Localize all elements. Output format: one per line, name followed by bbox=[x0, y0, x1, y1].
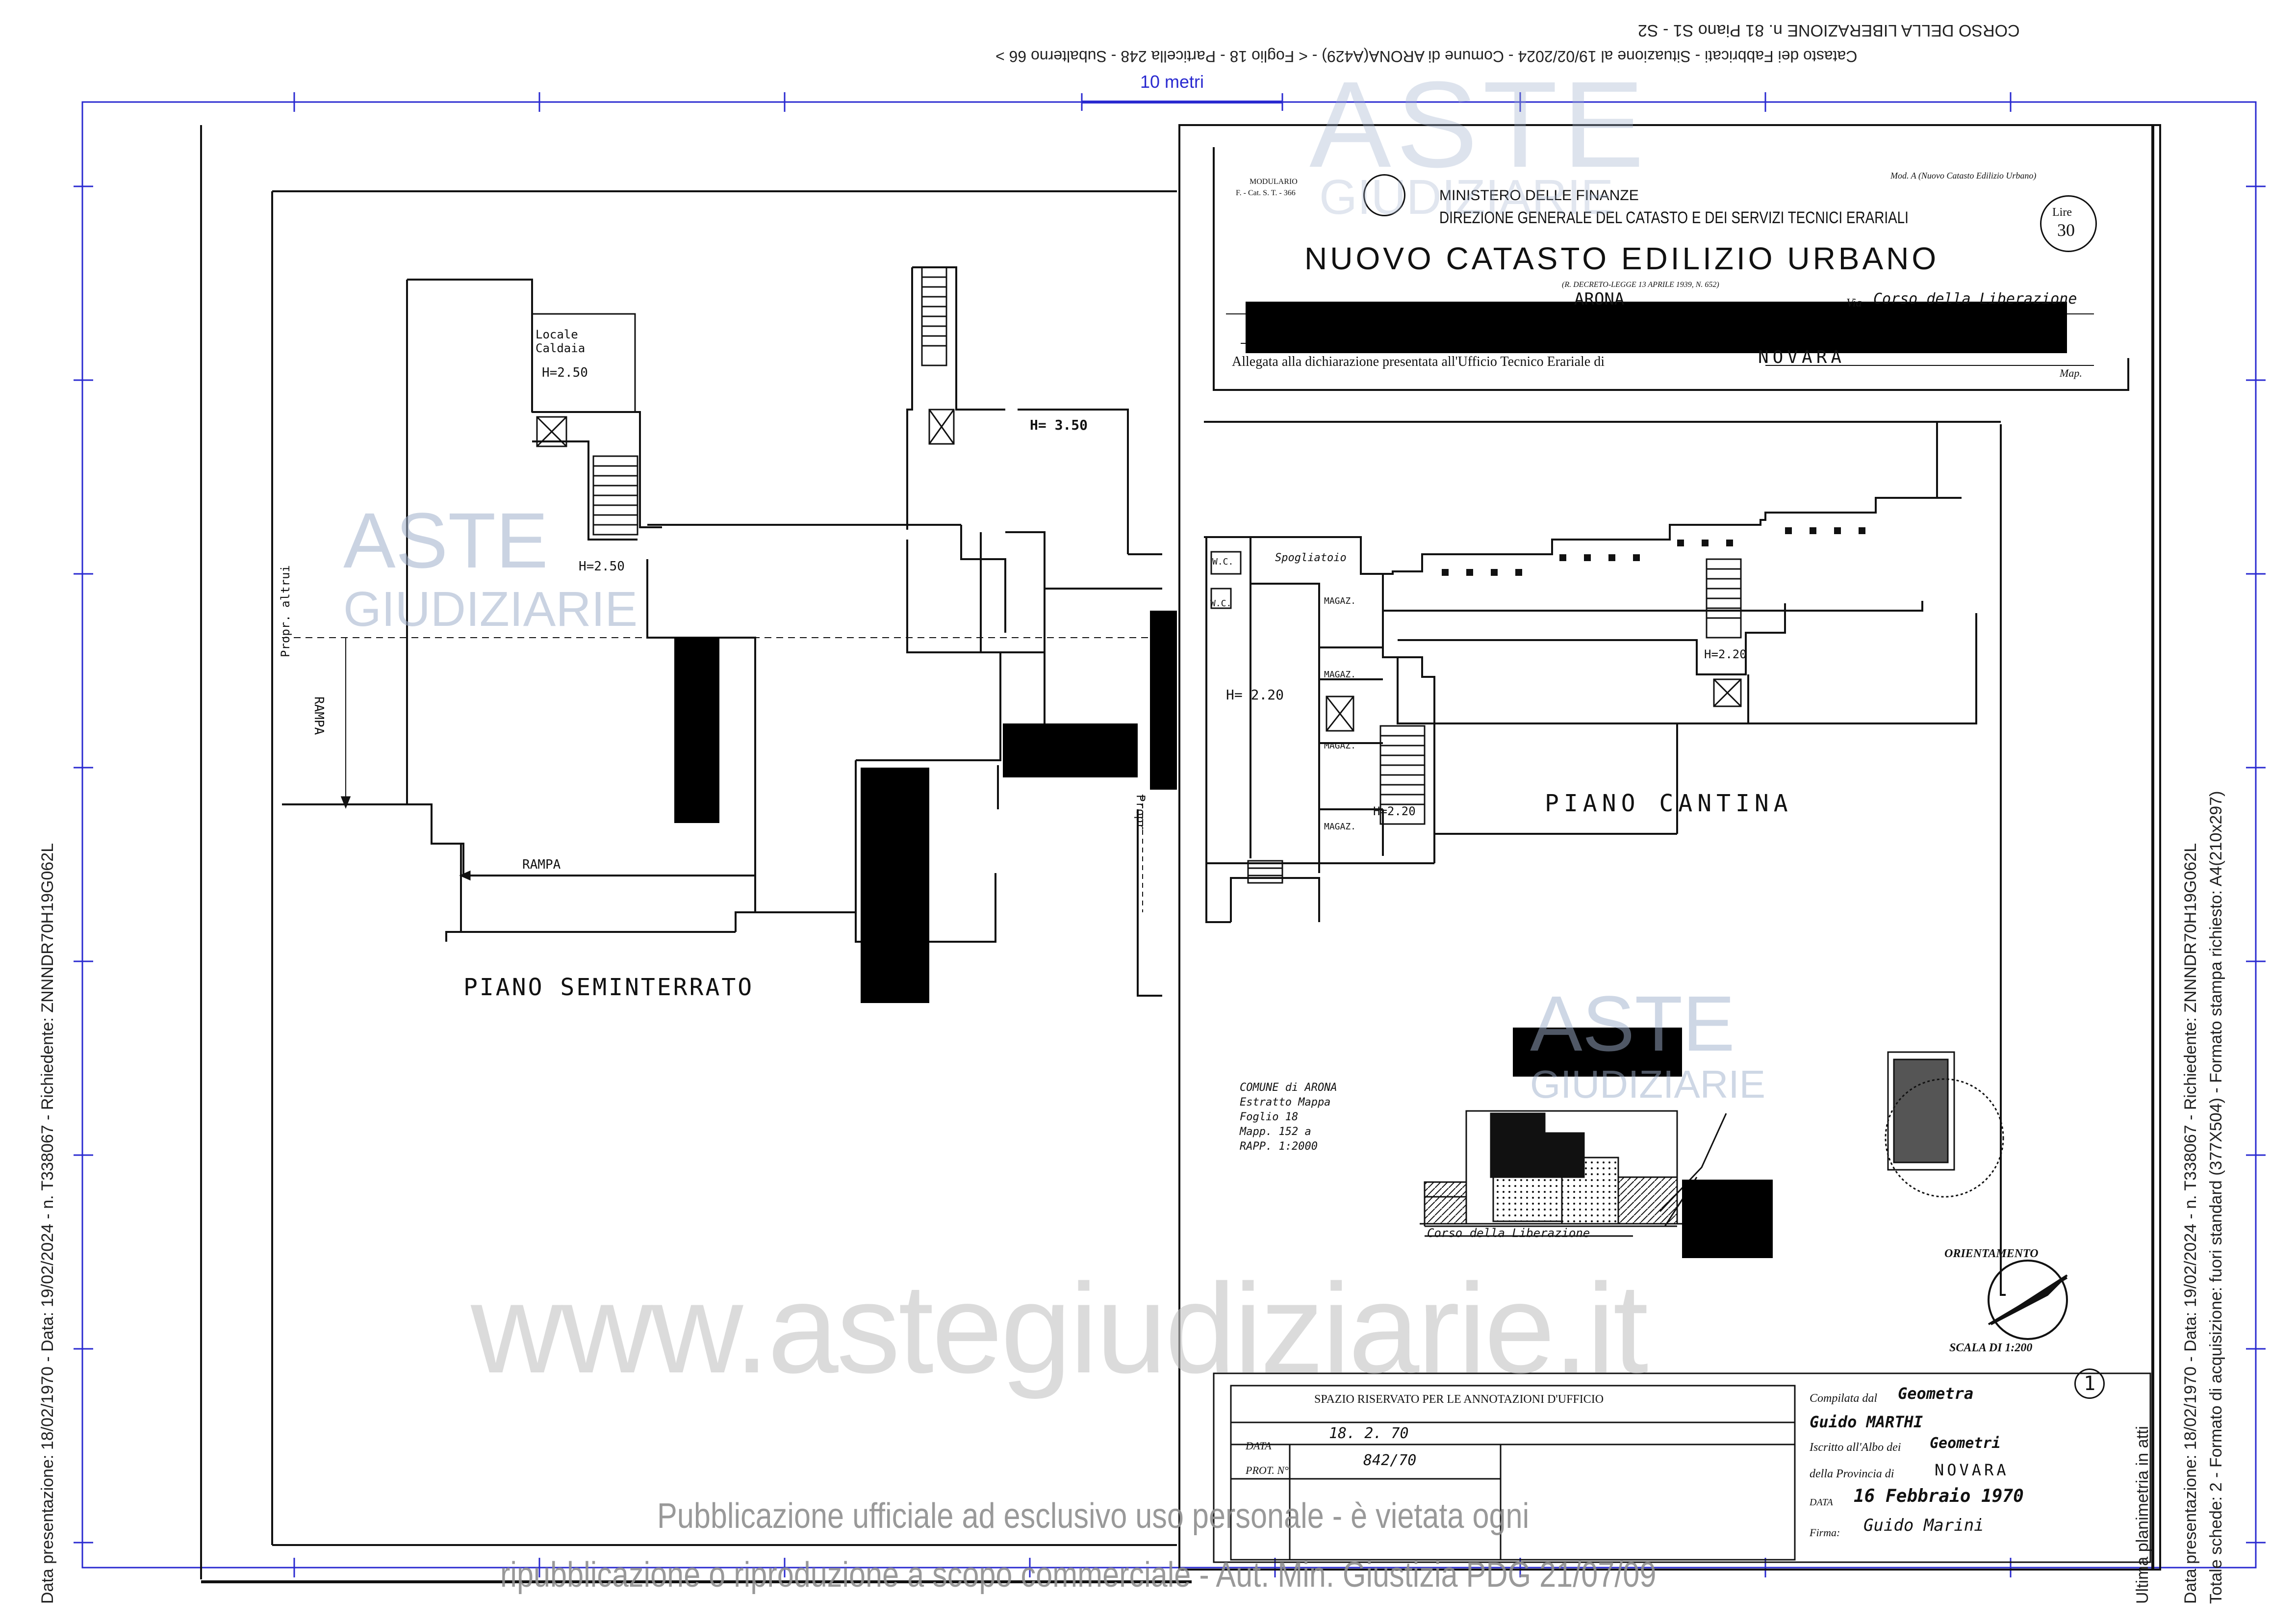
label-h-350: H= 3.50 bbox=[1030, 417, 1088, 433]
form-corner-note: Map. bbox=[2060, 367, 2082, 379]
watermark-giudiziarie-left: GIUDIZIARIE bbox=[343, 582, 638, 637]
compilata-data: 16 Febbraio 1970 bbox=[1854, 1486, 2024, 1506]
ufficio-prot-value: 842/70 bbox=[1363, 1452, 1417, 1469]
form-stamp-value: 30 bbox=[2057, 220, 2075, 240]
state-emblem-icon bbox=[1363, 174, 1405, 216]
mappa-line-5: RAPP. 1:2000 bbox=[1240, 1140, 1318, 1153]
watermark-giudiziarie-top: GIUDIZIARIE bbox=[1319, 170, 1614, 225]
ufficio-data-value: 18. 2. 70 bbox=[1329, 1425, 1409, 1442]
mappa-street: Corso della Liberazione bbox=[1427, 1226, 1590, 1240]
north-arrow-icon bbox=[1988, 1260, 2068, 1340]
redaction-left-2 bbox=[861, 768, 929, 1003]
redaction-mappa-1 bbox=[1513, 1028, 1682, 1077]
watermark-url: www.astegiudiziarie.it bbox=[471, 1258, 1648, 1400]
label-locale-caldaia: Locale Caldaia bbox=[536, 328, 586, 355]
form-decree: (R. DECRETO-LEGGE 13 APRILE 1939, N. 652… bbox=[1562, 281, 1719, 289]
orientamento-label: ORIENTAMENTO bbox=[1944, 1247, 2039, 1260]
sheet-number: 1 bbox=[2074, 1368, 2105, 1399]
floor-name-seminterrato: PIANO SEMINTERRATO bbox=[463, 974, 754, 1001]
ufficio-box-title: SPAZIO RISERVATO PER LE ANNOTAZIONI D'UF… bbox=[1314, 1393, 1604, 1406]
compilata-albo: Geometri bbox=[1930, 1435, 2001, 1452]
watermark-giudiziarie-right: GIUDIZIARIE bbox=[1530, 1062, 1766, 1106]
compilata-data-label: DATA bbox=[1810, 1497, 1833, 1508]
label-wc-2: W.C. bbox=[1210, 598, 1232, 609]
form-via-hand: Corso della Liberazione bbox=[1873, 290, 2077, 308]
label-h-220-b: H=2.20 bbox=[1704, 647, 1747, 661]
floor-name-cantina: PIANO CANTINA bbox=[1545, 790, 1793, 817]
watermark-aste-top: ASTE bbox=[1309, 56, 1649, 193]
form-ufficio-hand: NOVARA bbox=[1758, 347, 1846, 367]
form-allegata: Allegata alla dichiarazione presentata a… bbox=[1232, 354, 1605, 369]
compilata-provincia-label: della Provincia di bbox=[1810, 1468, 1894, 1480]
label-wc-1: W.C. bbox=[1212, 557, 1234, 567]
form-via-label: Via bbox=[1846, 297, 1862, 309]
label-h-220-c: H=2.20 bbox=[1373, 804, 1416, 818]
compilata-firma: Guido Marini bbox=[1863, 1516, 1984, 1535]
label-h-250: H=2.50 bbox=[579, 559, 625, 574]
compilata-label: Compilata dal bbox=[1810, 1392, 1878, 1405]
ufficio-data-label: DATA bbox=[1246, 1440, 1272, 1452]
redaction-form-address bbox=[1246, 302, 2067, 353]
label-h-220-a: H= 2.20 bbox=[1226, 687, 1284, 703]
label-h-caldaia: H=2.50 bbox=[542, 365, 588, 380]
label-propr-right: Propr. bbox=[1134, 795, 1148, 837]
mappa-line-2: Estratto Mappa bbox=[1240, 1096, 1331, 1108]
mappa-line-3: Foglio 18 bbox=[1240, 1111, 1299, 1123]
redaction-left-3 bbox=[1003, 723, 1138, 777]
form-modulario: MODULARIO bbox=[1250, 178, 1298, 186]
form-mod-a: Mod. A (Nuovo Catasto Edilizio Urbano) bbox=[1890, 171, 2037, 180]
compilata-provincia: NOVARA bbox=[1935, 1461, 2009, 1479]
form-stamp-lire: Lire bbox=[2052, 206, 2072, 219]
label-spogliatoio: Spogliatoio bbox=[1275, 552, 1347, 564]
scala-label: SCALA DI 1:200 bbox=[1949, 1341, 2033, 1354]
watermark-notice-1: Pubblicazione ufficiale ad esclusivo uso… bbox=[657, 1496, 1530, 1536]
watermark-aste-right: ASTE bbox=[1530, 980, 1735, 1067]
compilata-name: Guido MARTHI bbox=[1810, 1413, 1923, 1431]
compilata-firma-label: Firma: bbox=[1810, 1526, 1840, 1539]
form-ministry: MINISTERO DELLE FINANZE bbox=[1439, 187, 1639, 204]
redaction-left-1 bbox=[674, 638, 719, 823]
redaction-mappa-2 bbox=[1682, 1180, 1773, 1258]
label-magaz-3: MAGAZ. bbox=[1324, 741, 1356, 751]
fiscal-stamp-icon bbox=[1885, 1051, 2004, 1198]
compilata-iscritto-label: Iscritto all'Albo dei bbox=[1810, 1441, 1901, 1454]
label-magaz-2: MAGAZ. bbox=[1324, 670, 1356, 680]
form-comune-hand: ARONA bbox=[1574, 289, 1625, 309]
mappa-line-4: Mapp. 152 a bbox=[1240, 1126, 1311, 1138]
watermark-notice-2: ripubblicazione o riproduzione a scopo c… bbox=[500, 1555, 1657, 1595]
form-direction: DIREZIONE GENERALE DEL CATASTO E DEI SER… bbox=[1439, 208, 1909, 227]
ufficio-prot-label: PROT. N° bbox=[1246, 1464, 1289, 1476]
form-modulario-code: F. - Cat. S. T. - 366 bbox=[1236, 189, 1296, 197]
mappa-line-1: COMUNE di ARONA bbox=[1240, 1082, 1337, 1094]
label-rampa-horizontal: RAMPA bbox=[522, 857, 561, 872]
label-magaz-1: MAGAZ. bbox=[1324, 596, 1356, 606]
stamp-lire-icon bbox=[2040, 195, 2097, 252]
compilata-title: Geometra bbox=[1898, 1384, 1974, 1403]
redaction-left-4 bbox=[1150, 611, 1177, 790]
scale-bar-label: 10 metri bbox=[1140, 72, 1204, 92]
label-magaz-4: MAGAZ. bbox=[1324, 822, 1356, 832]
watermark-aste-left: ASTE bbox=[343, 496, 548, 584]
form-title: NUOVO CATASTO EDILIZIO URBANO bbox=[1304, 241, 1939, 276]
